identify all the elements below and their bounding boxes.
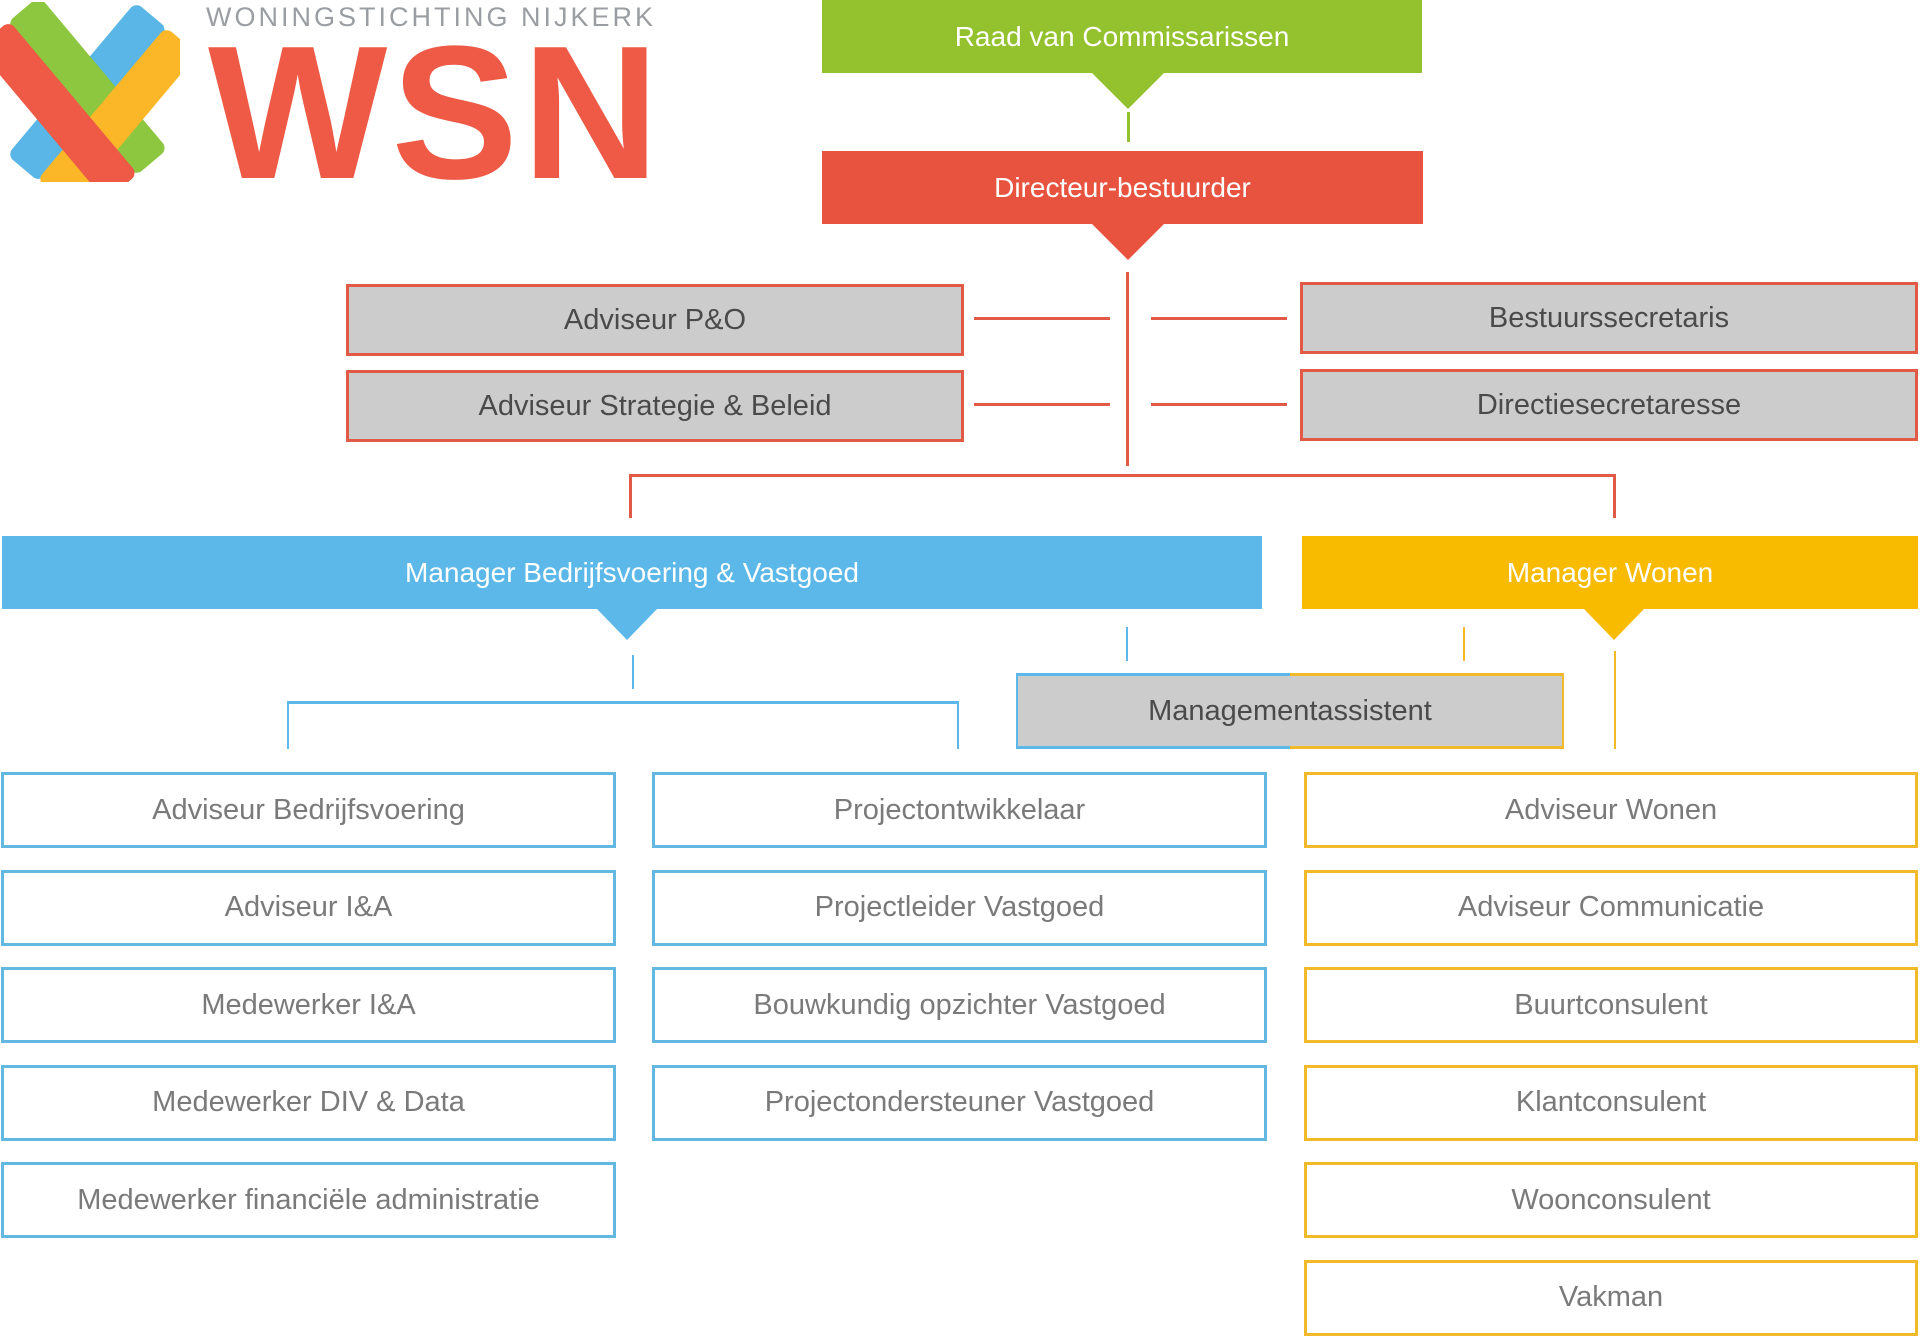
- bedrijfsvoering-bracket-left: [287, 701, 289, 749]
- staff-line-right-2: [1151, 403, 1287, 406]
- staff-box-adviseur-po[interactable]: Adviseur P&O: [346, 284, 964, 356]
- staff-line-left-2: [974, 403, 1110, 406]
- position-label: Adviseur Bedrijfsvoering: [152, 793, 465, 826]
- wonen-position-box[interactable]: Klantconsulent: [1304, 1064, 1918, 1141]
- position-label: Medewerker financiële administratie: [77, 1183, 540, 1216]
- director-box[interactable]: Directeur-bestuurder: [822, 151, 1423, 224]
- staff-label: Bestuurssecretaris: [1488, 301, 1730, 334]
- staff-box-directiesecretaresse[interactable]: Directiesecretaresse: [1300, 369, 1918, 441]
- bedrijfsvoering-col1-position-box[interactable]: Medewerker financiële administratie: [1, 1162, 616, 1238]
- position-label: Projectondersteuner Vastgoed: [764, 1086, 1155, 1118]
- manager-wonen-pointer: [1584, 609, 1644, 640]
- position-label: Buurtconsulent: [1514, 988, 1708, 1021]
- manager-bracket-left: [629, 474, 632, 518]
- board-box[interactable]: Raad van Commissarissen: [822, 0, 1422, 73]
- director-pointer: [1092, 224, 1164, 260]
- bedrijfsvoering-col2-position-box[interactable]: Projectleider Vastgoed: [652, 869, 1267, 946]
- staff-line-right-1: [1151, 317, 1287, 320]
- director-label: Directeur-bestuurder: [994, 171, 1251, 203]
- staff-box-adviseur-strategie[interactable]: Adviseur Strategie & Beleid: [346, 370, 964, 442]
- board-label: Raad van Commissarissen: [954, 20, 1290, 52]
- staff-label: Adviseur Strategie & Beleid: [478, 389, 832, 422]
- management-assistant-label: Managementassistent: [1148, 694, 1432, 727]
- position-label: Woonconsulent: [1511, 1183, 1711, 1216]
- position-label: Adviseur Communicatie: [1457, 891, 1765, 923]
- manager-wonen-label: Manager Wonen: [1506, 556, 1714, 588]
- manager-bracket-right: [1613, 474, 1616, 518]
- position-label: Vakman: [1558, 1281, 1664, 1313]
- management-assistant-box[interactable]: Managementassistent: [1016, 673, 1564, 749]
- bedrijfsvoering-col1-position-box[interactable]: Adviseur Bedrijfsvoering: [1, 772, 616, 848]
- manager-bracket-top: [629, 474, 1616, 477]
- assistant-border-yellow-top: [1290, 673, 1564, 676]
- staff-label: Adviseur P&O: [563, 303, 747, 336]
- bedrijfsvoering-bracket-top: [287, 701, 959, 704]
- wonen-position-box[interactable]: Woonconsulent: [1304, 1162, 1918, 1238]
- position-label: Medewerker DIV & Data: [152, 1086, 465, 1118]
- assistant-border-yellow-bottom: [1290, 746, 1564, 749]
- wonen-position-box[interactable]: Adviseur Communicatie: [1304, 869, 1918, 946]
- bedrijfsvoering-col2-position-box[interactable]: Projectontwikkelaar: [652, 772, 1267, 848]
- staff-box-bestuurssecretaris[interactable]: Bestuurssecretaris: [1300, 282, 1918, 354]
- logo-subtitle: WONINGSTICHTING NIJKERK: [206, 2, 657, 32]
- logo-wordmark: WSN: [208, 7, 664, 219]
- board-pointer: [1092, 73, 1164, 109]
- position-label: Projectontwikkelaar: [833, 793, 1086, 826]
- manager-bedrijfsvoering-pointer: [597, 609, 657, 640]
- wonen-position-box[interactable]: Buurtconsulent: [1304, 967, 1918, 1043]
- position-label: Adviseur Wonen: [1504, 793, 1718, 826]
- manager-wonen-box[interactable]: Manager Wonen: [1302, 536, 1918, 609]
- position-label: Adviseur I&A: [224, 891, 393, 923]
- board-connector: [1127, 112, 1130, 142]
- manager-bedrijfsvoering-box[interactable]: Manager Bedrijfsvoering & Vastgoed: [2, 536, 1262, 609]
- assistant-connector-yellow: [1463, 627, 1465, 661]
- position-label: Medewerker I&A: [201, 988, 416, 1021]
- staff-line-left-1: [974, 317, 1110, 320]
- bedrijfsvoering-bracket-right: [957, 701, 959, 749]
- director-trunk: [1126, 272, 1129, 466]
- assistant-connector-blue: [1126, 627, 1128, 661]
- manager-bedrijfsvoering-label: Manager Bedrijfsvoering & Vastgoed: [405, 556, 859, 588]
- wonen-stem: [1614, 651, 1616, 749]
- woven-x-icon: [0, 2, 180, 182]
- bedrijfsvoering-stem: [632, 655, 634, 689]
- bedrijfsvoering-col1-position-box[interactable]: Adviseur I&A: [1, 869, 616, 946]
- bedrijfsvoering-col2-position-box[interactable]: Projectondersteuner Vastgoed: [652, 1064, 1267, 1141]
- bedrijfsvoering-col1-position-box[interactable]: Medewerker DIV & Data: [1, 1064, 616, 1141]
- position-label: Klantconsulent: [1515, 1086, 1707, 1118]
- position-label: Projectleider Vastgoed: [814, 891, 1105, 923]
- staff-label: Directiesecretaresse: [1476, 388, 1742, 421]
- bedrijfsvoering-col1-position-box[interactable]: Medewerker I&A: [1, 967, 616, 1043]
- wonen-position-box[interactable]: Adviseur Wonen: [1304, 772, 1918, 848]
- position-label: Bouwkundig opzichter Vastgoed: [753, 988, 1166, 1021]
- bedrijfsvoering-col2-position-box[interactable]: Bouwkundig opzichter Vastgoed: [652, 967, 1267, 1043]
- wonen-position-box[interactable]: Vakman: [1304, 1259, 1918, 1336]
